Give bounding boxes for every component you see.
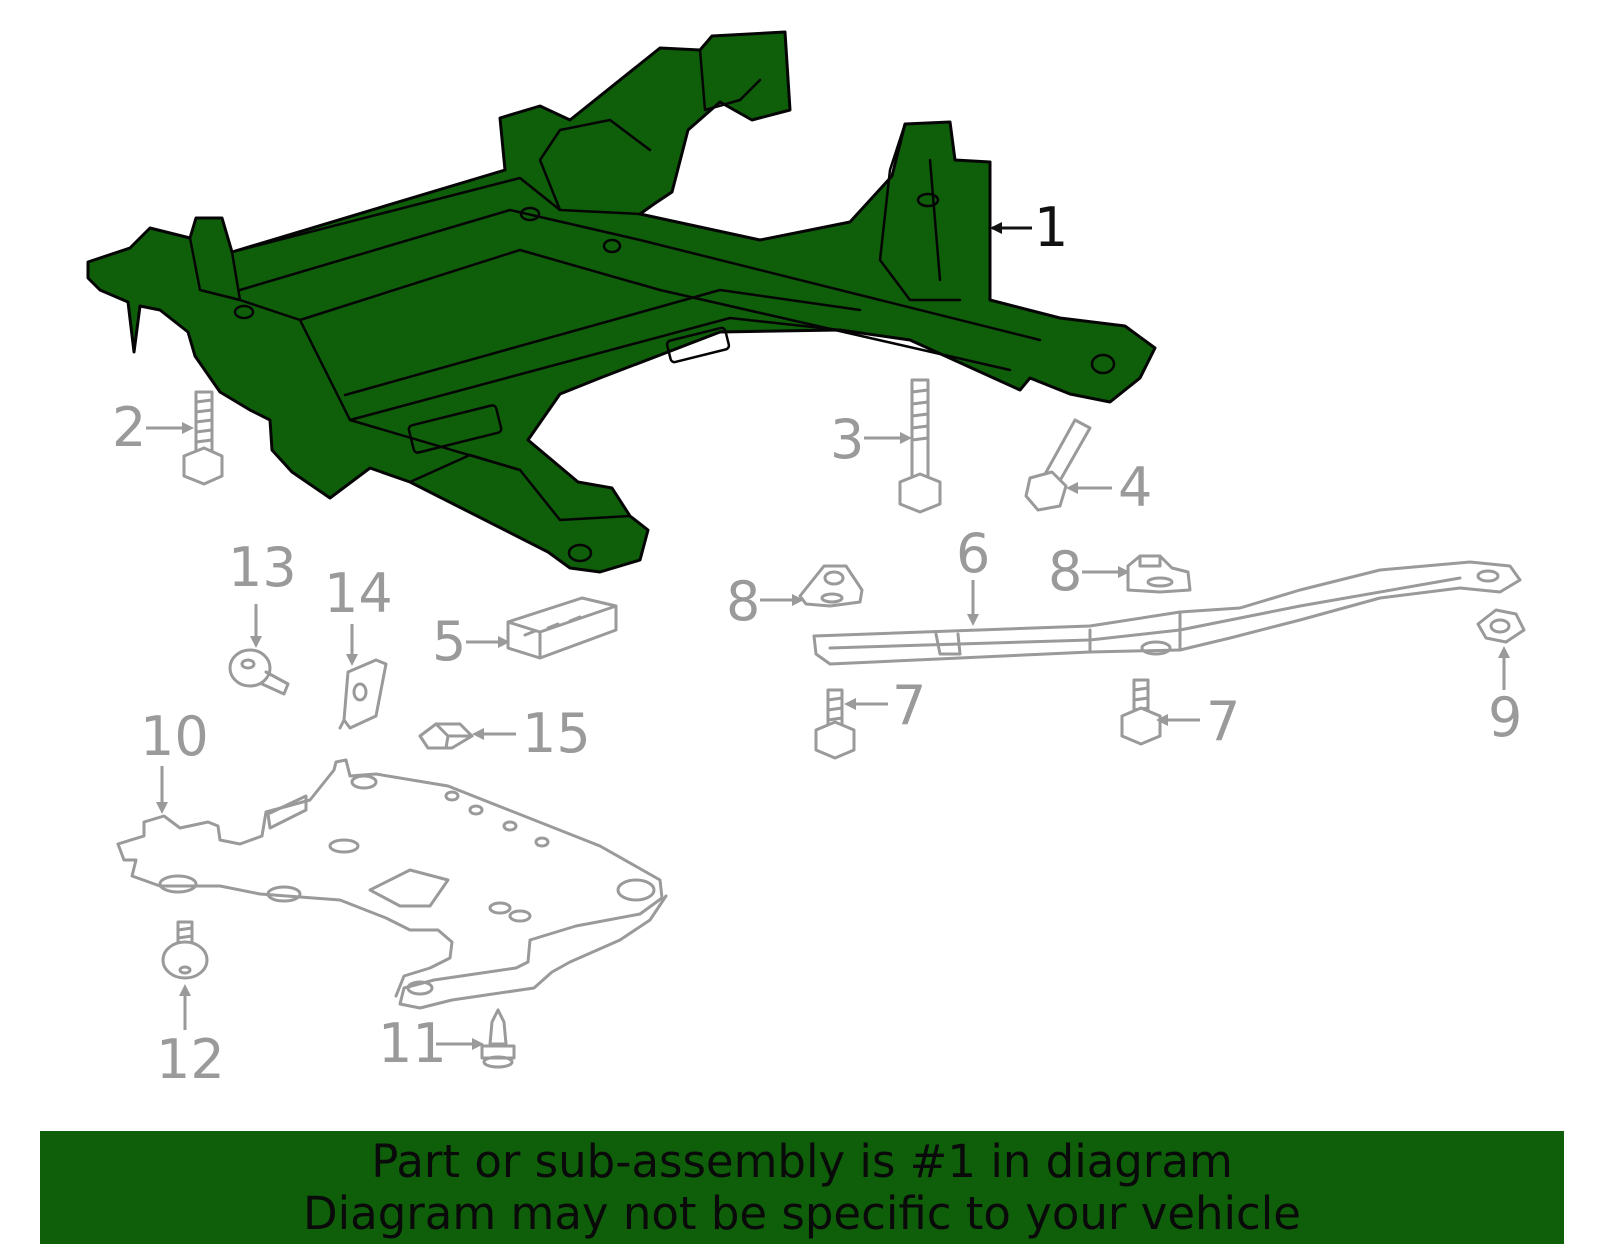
clip-part-11[interactable] — [480, 1008, 516, 1069]
bracket-part-5[interactable] — [506, 596, 618, 660]
banner-line-1: Part or sub-assembly is #1 in diagram — [371, 1134, 1233, 1188]
screw-part-12[interactable] — [161, 920, 209, 980]
shield-part-10[interactable] — [116, 758, 668, 1010]
bolt-part-3[interactable] — [898, 378, 942, 514]
svg-text:15: 15 — [522, 702, 591, 765]
bracket-part-14[interactable] — [338, 658, 388, 730]
bolt-part-7a[interactable] — [814, 688, 856, 760]
callout-4[interactable]: 4 — [1066, 456, 1152, 519]
bolt-part-2[interactable] — [182, 390, 224, 486]
callout-8a[interactable]: 8 — [726, 570, 804, 633]
svg-text:12: 12 — [156, 1028, 225, 1091]
svg-text:1: 1 — [1034, 196, 1068, 259]
svg-text:2: 2 — [112, 396, 146, 459]
svg-text:14: 14 — [324, 562, 393, 625]
callout-9[interactable]: 9 — [1488, 646, 1522, 749]
callout-7b[interactable]: 7 — [1156, 690, 1240, 753]
nut-part-9[interactable] — [1476, 608, 1526, 644]
callout-14[interactable]: 14 — [324, 562, 393, 666]
svg-text:9: 9 — [1488, 686, 1522, 749]
svg-text:3: 3 — [830, 408, 864, 471]
svg-text:7: 7 — [892, 674, 926, 737]
svg-text:7: 7 — [1206, 690, 1240, 753]
callout-12[interactable]: 12 — [156, 984, 225, 1091]
svg-text:10: 10 — [140, 705, 209, 768]
svg-text:11: 11 — [378, 1012, 447, 1075]
callout-2[interactable]: 2 — [112, 396, 194, 459]
callout-15[interactable]: 15 — [472, 702, 591, 765]
callout-5[interactable]: 5 — [432, 610, 510, 673]
callout-3[interactable]: 3 — [830, 408, 912, 471]
callout-13[interactable]: 13 — [228, 536, 297, 648]
bar-part-6[interactable] — [812, 560, 1522, 666]
callout-7a[interactable]: 7 — [844, 674, 926, 737]
subframe-part-1[interactable] — [86, 30, 1157, 574]
bolt-part-4[interactable] — [1024, 418, 1092, 512]
info-banner: Part or sub-assembly is #1 in diagram Di… — [40, 1131, 1564, 1244]
pad-part-15[interactable] — [418, 722, 474, 750]
clip-part-8a[interactable] — [798, 564, 864, 608]
callout-1[interactable]: 1 — [990, 196, 1068, 259]
clip-part-8b[interactable] — [1126, 554, 1192, 594]
callout-6[interactable]: 6 — [956, 522, 990, 626]
svg-text:5: 5 — [432, 610, 466, 673]
callout-10[interactable]: 10 — [140, 705, 209, 814]
svg-text:13: 13 — [228, 536, 297, 599]
svg-text:6: 6 — [956, 522, 990, 585]
svg-text:8: 8 — [1048, 540, 1082, 603]
svg-text:8: 8 — [726, 570, 760, 633]
bolt-part-7b[interactable] — [1120, 678, 1162, 746]
callout-11[interactable]: 11 — [378, 1012, 484, 1075]
banner-line-2: Diagram may not be specific to your vehi… — [303, 1186, 1301, 1240]
svg-text:4: 4 — [1118, 456, 1152, 519]
screw-part-13[interactable] — [228, 648, 290, 696]
callout-8b[interactable]: 8 — [1048, 540, 1130, 603]
